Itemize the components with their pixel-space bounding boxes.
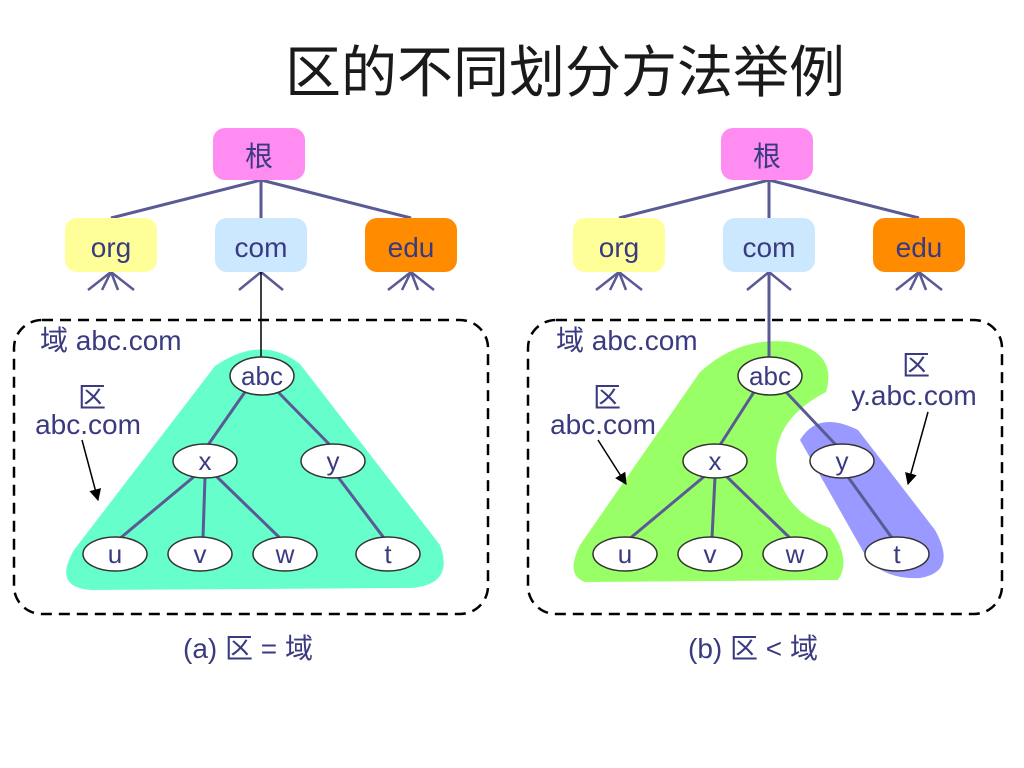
root-label: 根: [245, 141, 273, 172]
tld-edu-label: edu: [896, 232, 943, 263]
caption-b: (b) 区 < 域: [688, 633, 818, 664]
tld-com: [215, 218, 307, 272]
slide-title: 区的不同划分方法举例: [285, 41, 845, 106]
zone2-label-arrow: [905, 411, 929, 486]
node-x-label: x: [709, 446, 722, 476]
node-y: [809, 443, 875, 479]
node-abc: [229, 356, 295, 396]
tld-edu-label: edu: [388, 232, 435, 263]
tld-com: [723, 218, 815, 272]
domain-label: 域 abc.com: [40, 325, 182, 356]
tld-com-label: com: [743, 232, 796, 263]
node-y-label: y: [327, 446, 340, 476]
tld-edu: [365, 218, 457, 272]
zone2-label-line2: y.abc.com: [851, 380, 977, 411]
zone-label-line2: abc.com: [35, 409, 141, 440]
node-v: [677, 536, 743, 572]
node-x-label: x: [199, 446, 212, 476]
subtree-marks: [87, 271, 435, 291]
node-v: [167, 536, 233, 572]
zone2-label-line1: 区: [902, 350, 930, 381]
node-w: [252, 536, 318, 572]
node-w: [762, 536, 828, 572]
root-label: 根: [753, 141, 781, 172]
node-u-label: u: [618, 539, 632, 569]
node-t: [864, 536, 930, 572]
tree-edges-top: [110, 178, 412, 220]
node-abc-label: abc: [241, 361, 283, 391]
subtree-marks: [595, 271, 943, 291]
zone-label-arrow: [597, 439, 627, 486]
tld-org-label: org: [91, 232, 131, 263]
node-u: [82, 536, 148, 572]
node-y-label: y: [836, 446, 849, 476]
node-y: [300, 443, 366, 479]
node-t-label: t: [384, 539, 392, 569]
domain-label: 域 abc.com: [556, 325, 698, 356]
node-abc-label: abc: [749, 361, 791, 391]
diagram-b: 根 org com edu 域 abc.com 区 abc.com 区 y.ab…: [526, 128, 1004, 664]
tld-org: [65, 218, 157, 272]
node-w-label: w: [275, 539, 295, 569]
tld-com-label: com: [235, 232, 288, 263]
zone-label-line2: abc.com: [550, 409, 656, 440]
node-abc: [737, 356, 803, 396]
caption-a: (a) 区 = 域: [183, 633, 313, 664]
domain-boundary: [526, 318, 1004, 616]
node-v-label: v: [194, 539, 207, 569]
node-x: [682, 443, 748, 479]
root-node: [721, 128, 813, 180]
zone-label-line1: 区: [78, 382, 106, 413]
tree-edges-top: [618, 178, 920, 220]
domain-boundary: [12, 318, 490, 616]
node-u: [592, 536, 658, 572]
node-x: [172, 443, 238, 479]
tree-edges-zone: [627, 390, 894, 542]
tree-edges-zone: [117, 390, 386, 542]
node-v-label: v: [704, 539, 717, 569]
diagram-a: 根 org com edu 域 abc.com 区 abc.com abc x …: [12, 128, 490, 664]
tld-org: [573, 218, 665, 272]
zone-label-line1: 区: [593, 382, 621, 413]
tld-edu: [873, 218, 965, 272]
node-u-label: u: [108, 539, 122, 569]
node-w-label: w: [785, 539, 805, 569]
zone-shape: [66, 349, 444, 590]
node-t-label: t: [893, 539, 901, 569]
root-node: [213, 128, 305, 180]
node-t: [355, 536, 421, 572]
tld-org-label: org: [599, 232, 639, 263]
zone-label-arrow: [81, 439, 102, 502]
